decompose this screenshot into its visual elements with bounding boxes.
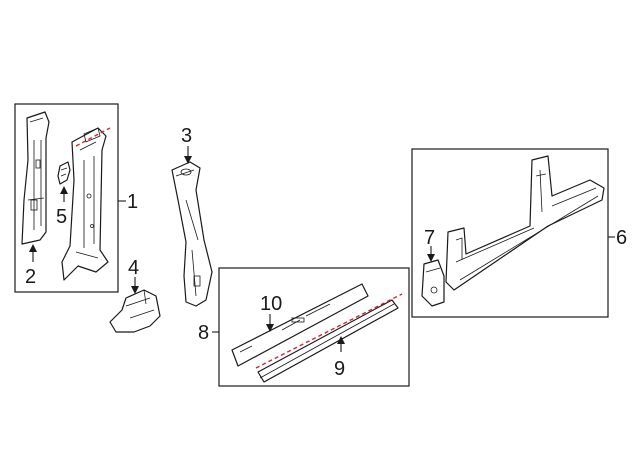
callout-5: 5: [56, 206, 67, 228]
callout-9: 9: [334, 358, 345, 380]
arrow-3: [184, 156, 192, 164]
group-box-1: [14, 103, 119, 293]
arrow-5: [60, 186, 68, 194]
callout-3: 3: [181, 125, 192, 147]
callout-2: 2: [25, 266, 36, 288]
part-3-reinforcement: [171, 161, 213, 307]
part-4-lower-bracket: [109, 289, 161, 333]
group-box-8: [218, 267, 410, 387]
part-10-plate: [231, 283, 369, 367]
arrow-7: [427, 254, 435, 262]
part-5-bracket: [57, 161, 71, 185]
group-box-6: [411, 148, 609, 318]
seam-9: [255, 293, 403, 369]
callout-4: 4: [128, 257, 139, 279]
arrow-4: [131, 286, 139, 294]
part-6-side-sill: [445, 155, 605, 291]
part-7-gusset: [421, 259, 445, 307]
callout-10: 10: [260, 293, 282, 315]
callout-7: 7: [424, 227, 435, 249]
callout-6: 6: [616, 227, 627, 249]
callout-8: 8: [198, 322, 209, 344]
arrow-2: [29, 244, 37, 252]
arrow-9: [337, 336, 345, 344]
part-2-inner-pillar: [21, 111, 50, 245]
callout-1: 1: [127, 191, 138, 213]
part-1-outer-pillar: [61, 127, 109, 281]
part-9-rocker-channel: [257, 299, 399, 383]
arrow-10: [266, 324, 274, 332]
